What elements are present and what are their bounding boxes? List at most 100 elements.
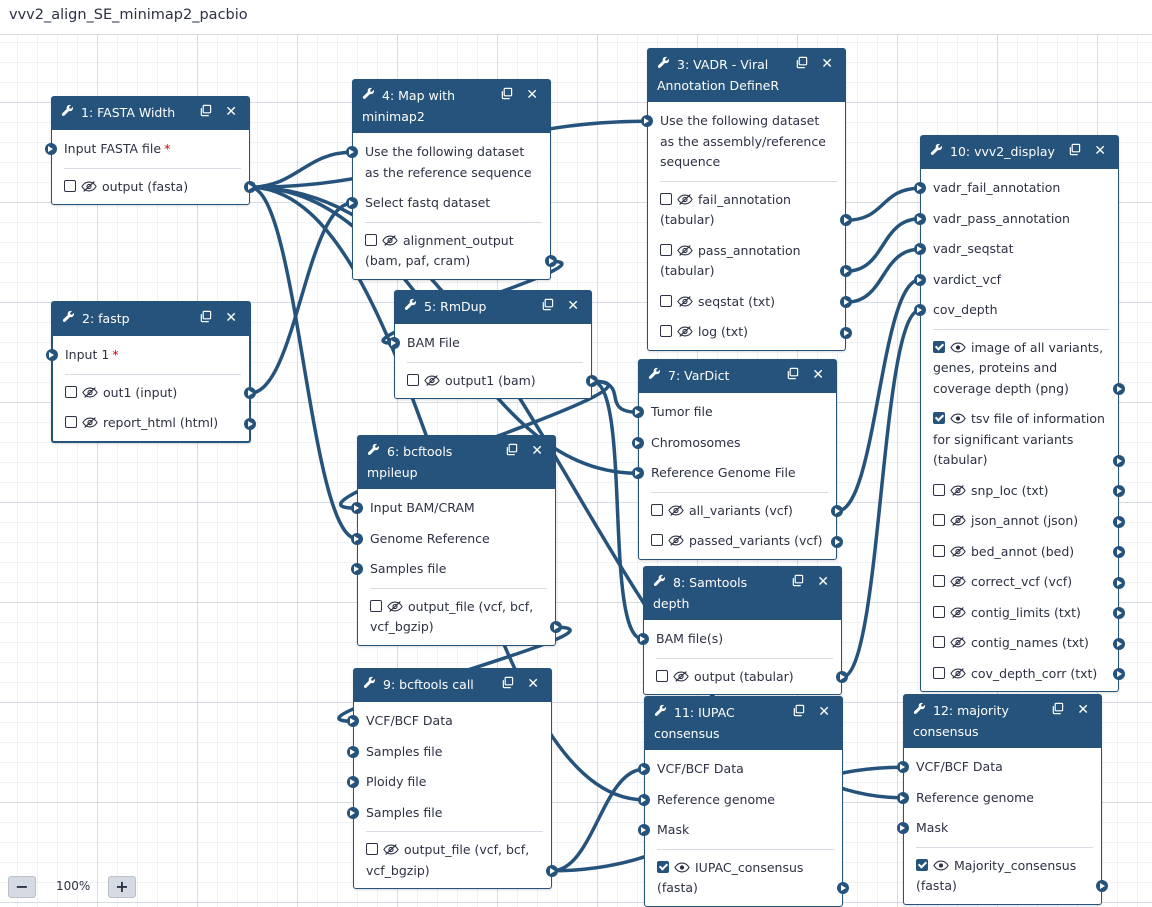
output-checkbox[interactable]	[370, 599, 382, 612]
close-icon[interactable]: ✕	[817, 574, 829, 590]
input-terminal[interactable]	[897, 761, 909, 774]
copy-icon[interactable]	[500, 86, 514, 100]
close-icon[interactable]: ✕	[225, 104, 237, 120]
output-checkbox[interactable]	[933, 575, 945, 587]
node-header[interactable]: 4: Map with minimap2✕	[353, 80, 550, 133]
node-step-1[interactable]: 1: FASTA Width✕Input FASTA file*output (…	[45, 96, 256, 205]
output-terminal[interactable]	[837, 882, 849, 895]
node-header[interactable]: 6: bcftools mpileup✕	[358, 436, 555, 489]
eye-icon[interactable]	[950, 340, 971, 355]
eye-slash-icon[interactable]	[387, 599, 408, 614]
output-terminal[interactable]	[1113, 637, 1125, 650]
input-terminal[interactable]	[347, 715, 359, 728]
copy-icon[interactable]	[541, 297, 555, 311]
output-terminal[interactable]	[550, 621, 562, 634]
output-terminal[interactable]	[1113, 607, 1125, 620]
close-icon[interactable]: ✕	[567, 298, 579, 314]
eye-slash-icon[interactable]	[81, 179, 102, 194]
copy-icon[interactable]	[505, 442, 519, 456]
output-terminal[interactable]	[831, 535, 843, 548]
close-icon[interactable]: ✕	[1077, 702, 1089, 718]
input-terminal[interactable]	[641, 115, 653, 128]
input-terminal[interactable]	[346, 197, 358, 210]
output-checkbox[interactable]	[933, 514, 945, 526]
output-checkbox[interactable]	[65, 416, 77, 428]
input-terminal[interactable]	[351, 532, 363, 545]
output-checkbox[interactable]	[656, 669, 668, 682]
input-terminal[interactable]	[347, 806, 359, 819]
input-terminal[interactable]	[914, 273, 926, 286]
input-terminal[interactable]	[914, 212, 926, 225]
node-step-2[interactable]: 2: fastp✕Input 1*out1 (input)report_html…	[46, 301, 256, 443]
close-icon[interactable]: ✕	[527, 676, 539, 692]
eye-slash-icon[interactable]	[950, 574, 971, 589]
output-checkbox[interactable]	[407, 373, 419, 386]
input-terminal[interactable]	[638, 824, 650, 837]
input-terminal[interactable]	[897, 822, 909, 835]
output-terminal[interactable]	[1113, 515, 1125, 528]
input-terminal[interactable]	[632, 406, 644, 419]
output-terminal[interactable]	[1113, 383, 1125, 396]
close-icon[interactable]: ✕	[225, 310, 237, 326]
output-checkbox[interactable]	[651, 534, 663, 546]
eye-slash-icon[interactable]	[677, 294, 698, 309]
input-terminal[interactable]	[351, 502, 363, 515]
node-header[interactable]: 1: FASTA Width✕	[52, 97, 249, 130]
eye-slash-icon[interactable]	[382, 233, 403, 248]
output-checkbox[interactable]	[366, 843, 378, 855]
output-terminal[interactable]	[244, 387, 256, 400]
eye-slash-icon[interactable]	[677, 243, 698, 258]
output-terminal[interactable]	[840, 265, 852, 278]
copy-icon[interactable]	[786, 366, 800, 380]
eye-slash-icon[interactable]	[677, 192, 698, 207]
node-header[interactable]: 10: vvv2_display✕	[921, 136, 1118, 169]
output-checkbox[interactable]	[916, 858, 928, 871]
copy-icon[interactable]	[795, 55, 809, 69]
output-terminal[interactable]	[545, 255, 557, 268]
output-terminal[interactable]	[836, 671, 848, 684]
output-checkbox[interactable]	[933, 636, 945, 648]
output-terminal[interactable]	[244, 417, 256, 430]
output-checkbox[interactable]	[933, 544, 945, 557]
copy-icon[interactable]	[792, 703, 806, 717]
node-header[interactable]: 5: RmDup✕	[395, 291, 591, 324]
node-header[interactable]: 3: VADR - Viral Annotation DefineR✕	[648, 49, 845, 102]
node-step-8[interactable]: 8: Samtools depth✕BAM file(s)output (tab…	[637, 566, 848, 695]
eye-slash-icon[interactable]	[673, 669, 694, 684]
close-icon[interactable]: ✕	[531, 443, 543, 459]
output-terminal[interactable]	[840, 326, 852, 339]
output-checkbox[interactable]	[933, 340, 945, 353]
close-icon[interactable]: ✕	[1094, 143, 1106, 159]
node-header[interactable]: 9: bcftools call✕	[354, 669, 551, 702]
close-icon[interactable]: ✕	[818, 704, 830, 720]
eye-slash-icon[interactable]	[950, 513, 971, 528]
output-terminal[interactable]	[1113, 546, 1125, 559]
node-header[interactable]: 8: Samtools depth✕	[644, 567, 841, 620]
input-terminal[interactable]	[914, 182, 926, 195]
input-terminal[interactable]	[388, 337, 400, 350]
output-terminal[interactable]	[1113, 668, 1125, 681]
input-terminal[interactable]	[347, 745, 359, 758]
output-terminal[interactable]	[244, 181, 256, 194]
close-icon[interactable]: ✕	[526, 87, 538, 103]
copy-icon[interactable]	[199, 103, 213, 117]
zoom-out-button[interactable]: −	[8, 876, 36, 898]
close-icon[interactable]: ✕	[812, 367, 824, 383]
output-checkbox[interactable]	[657, 860, 669, 873]
node-header[interactable]: 7: VarDict✕	[639, 360, 836, 393]
output-terminal[interactable]	[586, 375, 598, 388]
copy-icon[interactable]	[791, 573, 805, 587]
eye-slash-icon[interactable]	[950, 666, 971, 681]
output-terminal[interactable]	[1113, 454, 1125, 467]
copy-icon[interactable]	[1068, 142, 1082, 156]
eye-icon[interactable]	[674, 860, 695, 875]
input-terminal[interactable]	[45, 143, 57, 156]
output-checkbox[interactable]	[64, 179, 76, 192]
output-terminal[interactable]	[831, 505, 843, 518]
zoom-in-button[interactable]: +	[108, 876, 136, 898]
